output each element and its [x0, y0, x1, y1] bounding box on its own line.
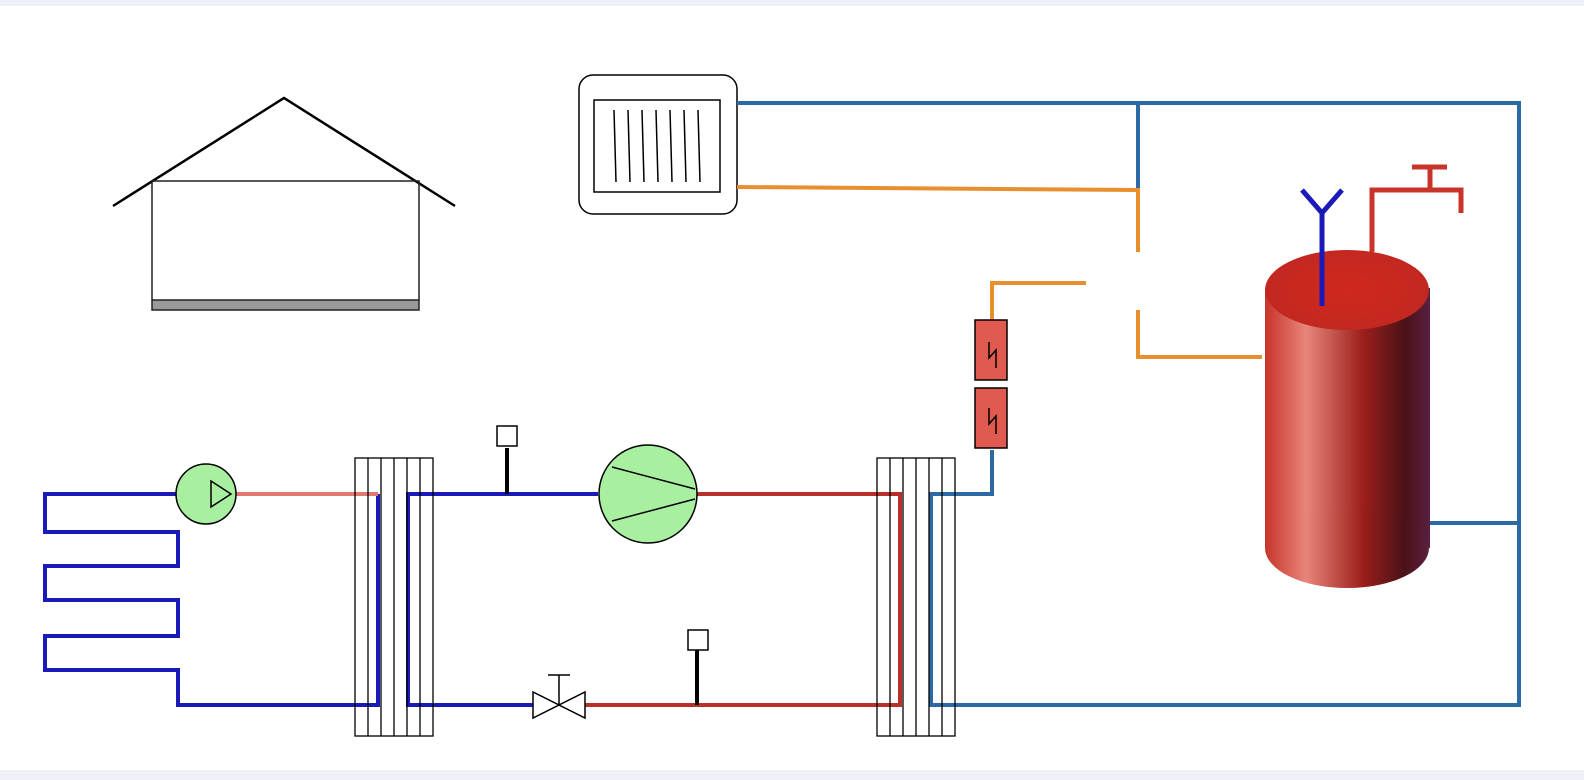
radiator-icon	[578, 74, 738, 215]
house-icon	[112, 96, 456, 311]
heat-exchanger-icon	[876, 457, 956, 737]
tank-icon	[1265, 250, 1430, 588]
refrigerant-cold-pipe	[406, 492, 598, 707]
inlet-icon	[1300, 188, 1344, 306]
sensor-icon	[496, 425, 518, 494]
pump-icon	[175, 463, 237, 525]
tap-icon	[1369, 164, 1464, 252]
compressor-icon	[598, 444, 698, 544]
ground-loop-icon	[43, 492, 380, 707]
refrigerant-hot-pipe	[585, 492, 902, 707]
heater-icon	[974, 319, 1008, 449]
valve-icon	[532, 674, 586, 720]
supply-water-pipes	[736, 185, 1262, 359]
heat-exchanger-icon	[354, 457, 434, 737]
sensor-icon	[687, 629, 709, 705]
return-water-pipes	[737, 101, 1521, 707]
